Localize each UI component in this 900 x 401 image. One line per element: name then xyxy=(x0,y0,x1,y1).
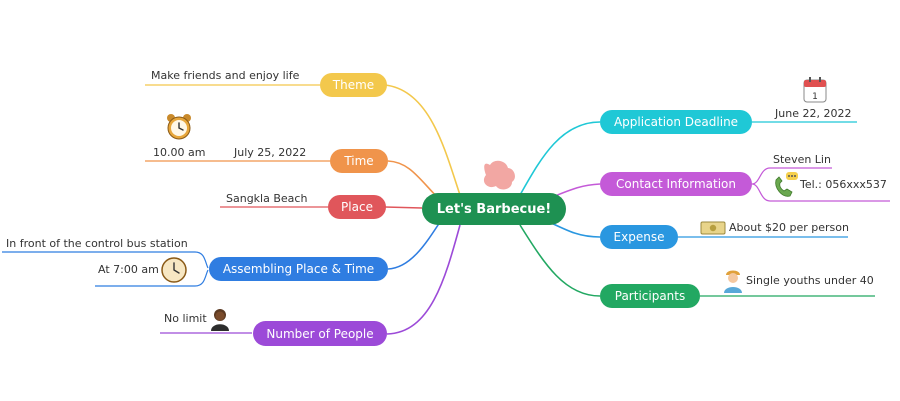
underline-contact xyxy=(751,167,890,202)
clock-icon xyxy=(161,257,187,283)
topic-contact-information[interactable]: Contact Information xyxy=(600,172,752,196)
expense-detail: About $20 per person xyxy=(729,221,849,234)
person-icon xyxy=(724,270,742,293)
assembling-time: At 7:00 am xyxy=(98,263,159,276)
assembling-location: In front of the control bus station xyxy=(6,237,188,250)
svg-text:1: 1 xyxy=(812,92,818,102)
connector-deadline xyxy=(519,121,601,196)
alarm-clock-icon xyxy=(167,114,191,140)
contact-phone: Tel.: 056xxx537 xyxy=(800,178,887,191)
calendar-icon: 1 xyxy=(803,77,827,103)
topic-assembling[interactable]: Assembling Place & Time xyxy=(209,257,388,281)
topic-participants[interactable]: Participants xyxy=(600,284,700,308)
time-date: July 25, 2022 xyxy=(234,146,307,159)
deadline-detail: June 22, 2022 xyxy=(775,107,852,120)
underline-assembling xyxy=(2,251,209,287)
topic-theme[interactable]: Theme xyxy=(320,73,387,97)
center-topic[interactable]: Let's Barbecue! xyxy=(422,193,566,225)
time-clock: 10.00 am xyxy=(153,146,206,159)
money-icon xyxy=(700,221,726,235)
place-detail: Sangkla Beach xyxy=(226,192,308,205)
theme-detail: Make friends and enjoy life xyxy=(151,69,300,82)
contact-name: Steven Lin xyxy=(773,153,831,166)
cloud-blob-icon xyxy=(483,160,515,190)
connector-place xyxy=(384,206,423,209)
person-avatar-icon xyxy=(211,309,229,331)
topic-number-of-people[interactable]: Number of People xyxy=(253,321,387,346)
topic-time[interactable]: Time xyxy=(330,149,388,173)
topic-place[interactable]: Place xyxy=(328,195,386,219)
topic-application-deadline[interactable]: Application Deadline xyxy=(600,110,752,134)
connector-assembling xyxy=(387,221,441,270)
connector-people xyxy=(386,224,461,335)
participants-detail: Single youths under 40 xyxy=(746,274,874,287)
phone-icon xyxy=(775,172,798,197)
connector-theme xyxy=(384,84,461,196)
topic-expense[interactable]: Expense xyxy=(600,225,678,249)
people-detail: No limit xyxy=(164,312,207,325)
connector-participants xyxy=(519,224,601,297)
